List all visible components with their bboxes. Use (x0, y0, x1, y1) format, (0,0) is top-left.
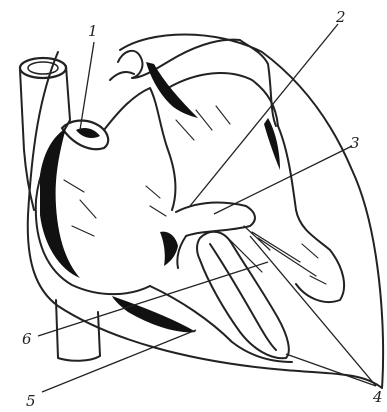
label-3: 3 (350, 134, 360, 152)
leader-line-3 (214, 146, 352, 214)
chordae-tendineae (230, 226, 316, 276)
great-vessel-trunk (118, 40, 276, 126)
label-4: 4 (372, 388, 383, 406)
great-vessel-trunk-inner (110, 72, 134, 80)
leader-line-2 (190, 24, 338, 206)
outer-heart-outline (28, 35, 383, 389)
shadow-vessel-top (146, 62, 198, 118)
tricuspid-valve (176, 203, 255, 268)
papillary-muscle-loop (197, 232, 289, 358)
label-6: 6 (22, 330, 32, 348)
label-1: 1 (88, 22, 98, 40)
atrial-septum (104, 88, 175, 210)
label-5: 5 (26, 392, 36, 410)
leader-line-1 (80, 42, 94, 130)
shadow-septum (160, 232, 178, 266)
leader-line-5 (42, 330, 196, 392)
vena-cava-opening (20, 58, 66, 78)
interventricular-septum (278, 126, 344, 302)
vena-cava-wall-right (66, 66, 70, 120)
vena-cava-lumen (28, 62, 58, 74)
label-2: 2 (335, 8, 346, 26)
vena-cava-wall-left (20, 70, 34, 210)
shadow-ventricle-floor (112, 296, 196, 332)
